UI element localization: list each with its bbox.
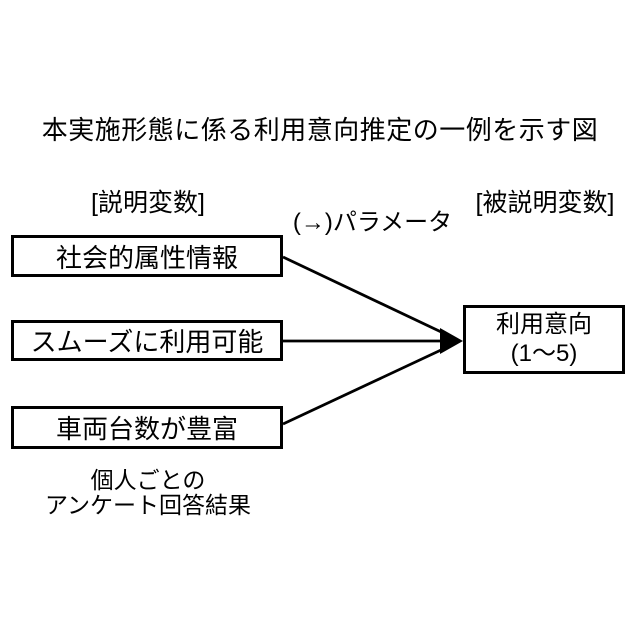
explained-variable-header: [被説明変数] (475, 189, 615, 217)
explained-box-usage-intention: 利用意向 (1～5) (463, 305, 625, 374)
footnote-line2: アンケート回答結果 (44, 492, 252, 518)
footnote-line1: 個人ごとの (90, 467, 206, 493)
diagram-title: 本実施形態に係る利用意向推定の一例を示す図 (41, 115, 599, 145)
explanatory-box-label: 社会的属性情報 (55, 242, 238, 273)
explained-box-label-line1: 利用意向 (496, 310, 592, 338)
explanatory-box-label: スムーズに利用可能 (30, 327, 264, 357)
explanatory-box-vehicle-count: 車両台数が豊富 (11, 406, 283, 449)
explanatory-variables-header: [説明変数] (91, 189, 205, 217)
arrow-line-social-to-intention (282, 255, 457, 341)
arrowhead-icon (440, 328, 463, 354)
explained-box-label-line2: (1～5) (510, 339, 578, 367)
parameter-arrow-label: (→)パラメータ (292, 209, 453, 236)
explanatory-box-social-attributes: 社会的属性情報 (11, 235, 283, 277)
arrow-line-vehicle-to-intention (282, 341, 457, 426)
explanatory-box-smooth-use: スムーズに利用可能 (11, 320, 283, 361)
footnote: 個人ごとの アンケート回答結果 (7, 468, 289, 518)
explanatory-box-label: 車両台数が豊富 (55, 414, 238, 444)
